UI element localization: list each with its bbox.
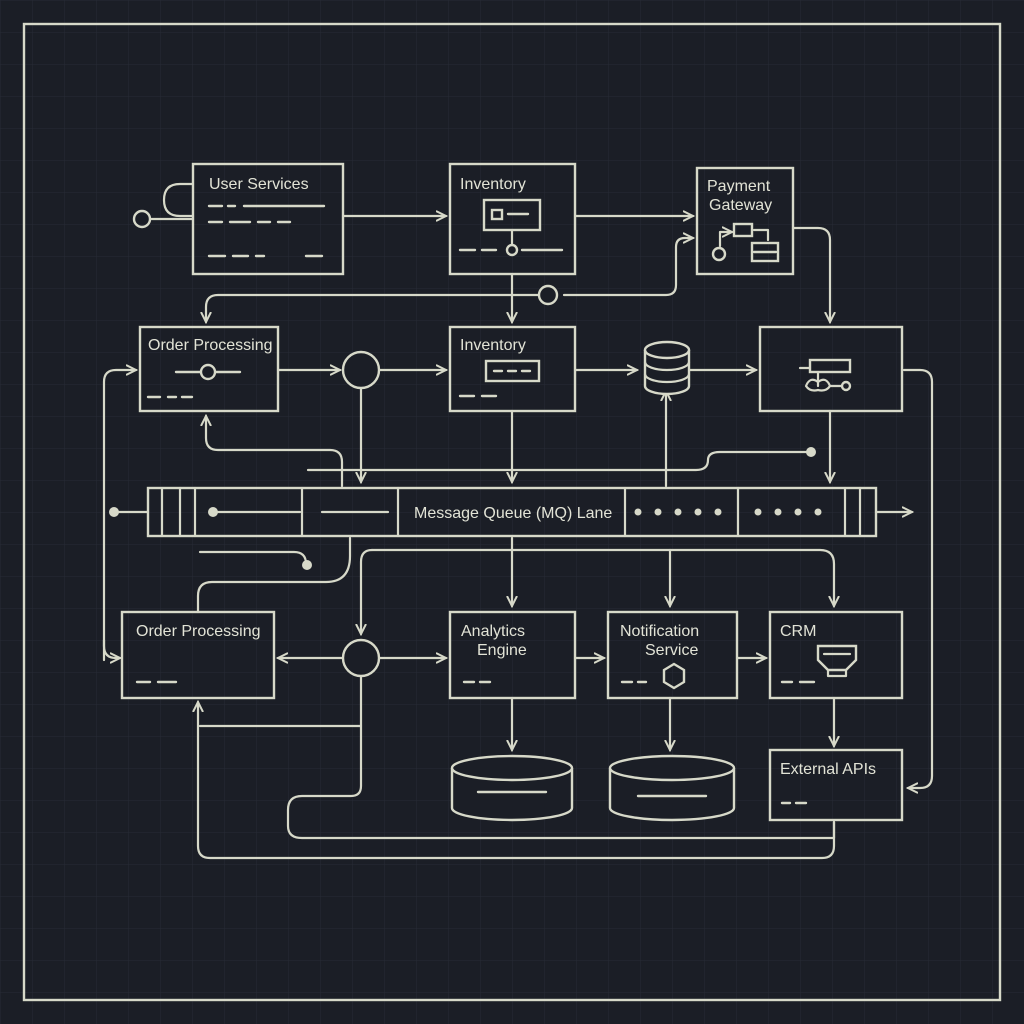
mq-first-dot bbox=[208, 507, 218, 517]
notification-service-box bbox=[606, 610, 739, 700]
inventory-top-node[interactable]: Inventory bbox=[448, 162, 577, 276]
notification-database-icon bbox=[608, 754, 736, 822]
notification-label-line2: Service bbox=[645, 642, 698, 659]
inventory-mid-label: Inventory bbox=[460, 337, 526, 354]
payment-gateway-box bbox=[695, 166, 795, 276]
analytics-label-line2: Engine bbox=[477, 642, 527, 659]
analytics-label-line1: Analytics bbox=[461, 623, 525, 640]
edge-right-bus bbox=[902, 368, 934, 788]
monitor-icon bbox=[816, 644, 858, 678]
payment-gateway-label-line2: Gateway bbox=[709, 197, 772, 214]
junction-bottom bbox=[341, 638, 381, 678]
edge-payment-service bbox=[791, 226, 830, 322]
mq-dots bbox=[634, 508, 822, 516]
external-apis-label: External APIs bbox=[780, 761, 876, 778]
inventory-top-label: Inventory bbox=[460, 176, 526, 193]
unnamed-service-box bbox=[758, 325, 904, 413]
payment-gateway-label-line1: Payment bbox=[707, 178, 771, 195]
field-icon bbox=[484, 359, 541, 383]
flow-icon bbox=[711, 222, 780, 263]
analytics-engine-node[interactable]: Analytics Engine bbox=[448, 610, 577, 700]
order-processing-bottom-node[interactable]: Order Processing bbox=[120, 610, 276, 700]
edge-mq-order bbox=[206, 416, 344, 488]
analytics-engine-box bbox=[448, 610, 577, 700]
inventory-top-box bbox=[448, 162, 577, 276]
crm-label: CRM bbox=[780, 623, 816, 640]
user-services-label: User Services bbox=[209, 176, 309, 193]
inventory-mid-node[interactable]: Inventory bbox=[448, 325, 577, 413]
payment-gateway-node[interactable]: Payment Gateway bbox=[695, 166, 795, 276]
external-apis-node[interactable]: External APIs bbox=[768, 748, 904, 822]
crm-box bbox=[768, 610, 904, 700]
mq-left-bars bbox=[160, 486, 197, 538]
analytics-database-icon bbox=[450, 754, 574, 822]
edge-junction-order bbox=[206, 293, 541, 322]
order-mid-port bbox=[199, 363, 217, 381]
mq-lane-box bbox=[146, 486, 878, 538]
edge-junction-payment bbox=[562, 238, 693, 297]
edge-signal-line bbox=[306, 450, 812, 472]
form-lines-icon bbox=[207, 204, 326, 258]
order-processing-mid-label: Order Processing bbox=[148, 337, 273, 354]
notification-service-node[interactable]: Notification Service bbox=[606, 610, 739, 700]
process-icon bbox=[798, 358, 852, 392]
under-mq-dot bbox=[302, 560, 312, 570]
user-services-node[interactable]: User Services bbox=[191, 162, 345, 276]
order-processing-bottom-box bbox=[120, 610, 276, 700]
crm-node[interactable]: CRM bbox=[768, 610, 904, 700]
edge-loop-inner bbox=[286, 675, 836, 840]
edge-left-bus-up bbox=[102, 370, 136, 662]
hexagon-icon bbox=[662, 662, 686, 690]
card-icon bbox=[458, 198, 564, 257]
mq-right-bars bbox=[843, 486, 862, 538]
edge-loop-outer bbox=[198, 702, 836, 860]
connectors bbox=[102, 182, 934, 860]
order-processing-mid-box bbox=[138, 325, 280, 413]
order-processing-mid-node[interactable]: Order Processing bbox=[138, 325, 280, 413]
notification-label-line1: Notification bbox=[620, 623, 699, 640]
database-icon bbox=[643, 340, 691, 396]
edge-mq-order-bottom bbox=[196, 536, 352, 614]
user-services-box bbox=[191, 162, 345, 276]
edge-left-bus-down bbox=[102, 638, 120, 658]
order-processing-bottom-label: Order Processing bbox=[136, 623, 261, 640]
inventory-mid-box bbox=[448, 325, 577, 413]
outer-frame bbox=[22, 22, 1002, 1002]
edge-mq-junction bbox=[361, 548, 374, 634]
external-apis-box bbox=[768, 748, 904, 822]
junction-mid bbox=[341, 350, 381, 390]
edge-mq-crm bbox=[370, 548, 834, 606]
mq-separators bbox=[300, 486, 740, 538]
junction-top bbox=[537, 284, 559, 306]
unnamed-service-node[interactable] bbox=[758, 325, 904, 413]
signal-dot bbox=[806, 447, 816, 457]
message-queue-lane[interactable]: Message Queue (MQ) Lane bbox=[146, 486, 878, 538]
edge-user-loop bbox=[162, 182, 195, 218]
mq-label: Message Queue (MQ) Lane bbox=[414, 505, 612, 522]
